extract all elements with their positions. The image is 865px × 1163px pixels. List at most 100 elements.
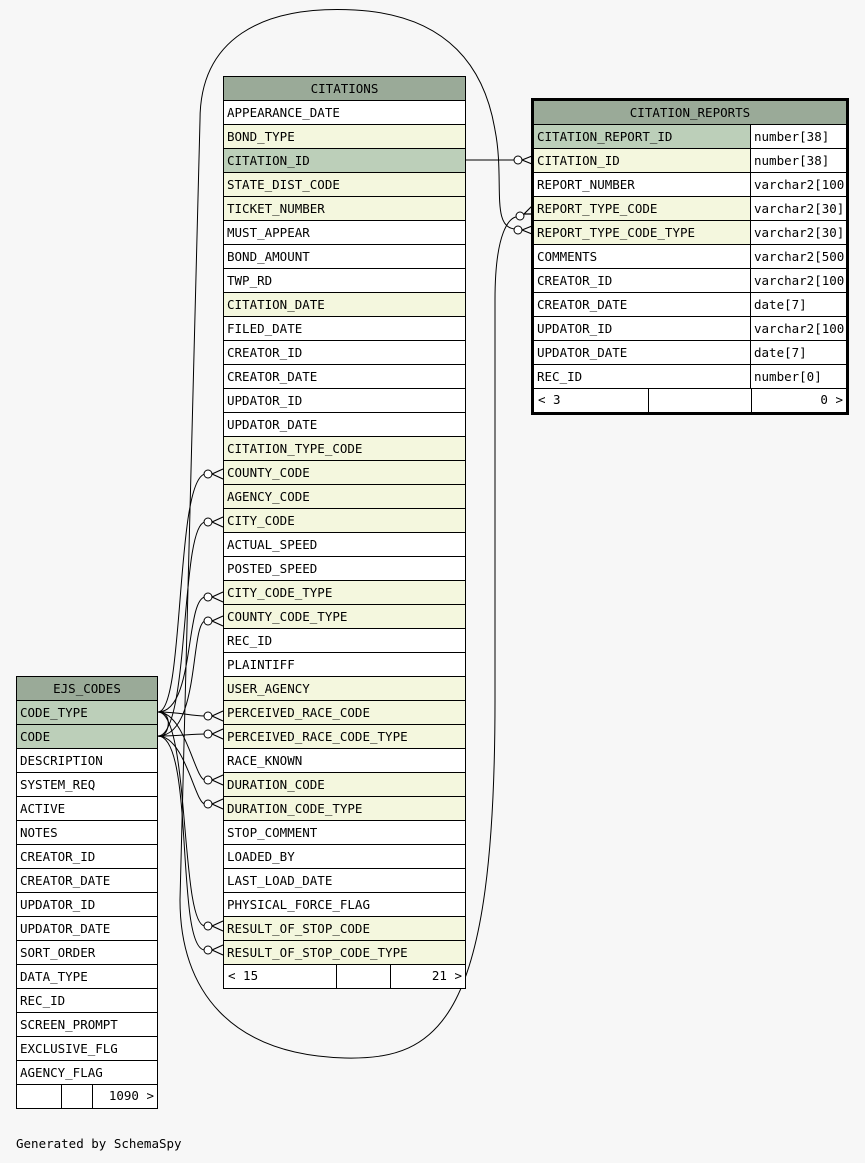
column-type: varchar2[30] — [750, 221, 846, 244]
column-row[interactable]: SCREEN_PROMPT — [17, 1013, 157, 1037]
column-row[interactable]: ACTIVE — [17, 797, 157, 821]
column-type: varchar2[30] — [750, 197, 846, 220]
column-row[interactable]: COUNTY_CODE_TYPE — [224, 605, 465, 629]
column-name: BOND_TYPE — [227, 129, 295, 144]
column-name: STATE_DIST_CODE — [227, 177, 340, 192]
column-type: number[38] — [750, 125, 846, 148]
column-row[interactable]: UPDATOR_DATE — [224, 413, 465, 437]
column-row[interactable]: EXCLUSIVE_FLG — [17, 1037, 157, 1061]
column-type: varchar2[100] — [750, 173, 846, 196]
column-row[interactable]: PERCEIVED_RACE_CODE_TYPE — [224, 725, 465, 749]
column-row[interactable]: POSTED_SPEED — [224, 557, 465, 581]
column-row[interactable]: SORT_ORDER — [17, 941, 157, 965]
column-row[interactable]: UPDATOR_ID — [224, 389, 465, 413]
column-row[interactable]: PLAINTIFF — [224, 653, 465, 677]
column-name: CITATION_TYPE_CODE — [227, 441, 363, 456]
column-row[interactable]: AGENCY_FLAG — [17, 1061, 157, 1085]
edge-city-code-type — [157, 596, 206, 713]
column-name: SYSTEM_REQ — [20, 777, 96, 792]
column-row[interactable]: ACTUAL_SPEED — [224, 533, 465, 557]
column-name: APPEARANCE_DATE — [227, 105, 340, 120]
column-row[interactable]: DATA_TYPE — [17, 965, 157, 989]
column-row[interactable]: CREATOR_DATE — [17, 869, 157, 893]
column-row[interactable]: NOTES — [17, 821, 157, 845]
column-row[interactable]: COUNTY_CODE — [224, 461, 465, 485]
column-row[interactable]: RESULT_OF_STOP_CODE_TYPE — [224, 941, 465, 965]
column-row[interactable]: USER_AGENCY — [224, 677, 465, 701]
column-row[interactable]: DURATION_CODE_TYPE — [224, 797, 465, 821]
column-row[interactable]: FILED_DATE — [224, 317, 465, 341]
column-name: CREATOR_ID — [20, 849, 96, 864]
column-row[interactable]: LOADED_BY — [224, 845, 465, 869]
column-name: CITATION_REPORT_ID — [537, 129, 673, 144]
column-type: varchar2[500] — [750, 245, 846, 268]
column-name: CODE_TYPE — [20, 705, 88, 720]
column-name: EXCLUSIVE_FLG — [20, 1041, 118, 1056]
column-row[interactable]: STATE_DIST_CODE — [224, 173, 465, 197]
table-citations-title[interactable]: CITATIONS — [224, 77, 465, 101]
column-name: CITATION_ID — [227, 153, 310, 168]
column-row[interactable]: CITY_CODE — [224, 509, 465, 533]
table-citations[interactable]: CITATIONS APPEARANCE_DATE BOND_TYPE CITATI… — [223, 76, 466, 989]
column-row[interactable]: CITY_CODE_TYPE — [224, 581, 465, 605]
column-row[interactable]: REC_ID — [224, 629, 465, 653]
column-row[interactable]: APPEARANCE_DATE — [224, 101, 465, 125]
parents-count: < 3 — [538, 392, 561, 407]
column-row[interactable]: TWP_RD — [224, 269, 465, 293]
column-row[interactable]: CODE — [17, 725, 157, 749]
column-row[interactable]: UPDATOR_DATE — [17, 917, 157, 941]
column-row[interactable]: PERCEIVED_RACE_CODE — [224, 701, 465, 725]
column-row[interactable]: CITATION_TYPE_CODE — [224, 437, 465, 461]
table-citation-reports-title[interactable]: CITATION_REPORTS — [534, 101, 846, 125]
column-name: LAST_LOAD_DATE — [227, 873, 333, 888]
column-row[interactable]: CITATION_REPORT_ID number[38] — [534, 125, 846, 149]
column-row[interactable]: RACE_KNOWN — [224, 749, 465, 773]
table-ejs-codes-title[interactable]: EJS_CODES — [17, 677, 157, 701]
edge-perceived-race-type — [157, 733, 206, 737]
column-name: DURATION_CODE_TYPE — [227, 801, 363, 816]
column-name: COMMENTS — [537, 249, 598, 264]
column-row[interactable]: BOND_TYPE — [224, 125, 465, 149]
column-row[interactable]: SYSTEM_REQ — [17, 773, 157, 797]
column-row[interactable]: PHYSICAL_FORCE_FLAG — [224, 893, 465, 917]
column-row[interactable]: CREATOR_DATE — [224, 365, 465, 389]
column-name: CITATION_DATE — [227, 297, 325, 312]
table-title: EJS_CODES — [53, 681, 121, 696]
column-row[interactable]: CITATION_DATE — [224, 293, 465, 317]
column-name: ACTIVE — [20, 801, 66, 816]
column-row[interactable]: AGENCY_CODE — [224, 485, 465, 509]
column-row[interactable]: CREATOR_ID — [17, 845, 157, 869]
column-row[interactable]: STOP_COMMENT — [224, 821, 465, 845]
column-row[interactable]: LAST_LOAD_DATE — [224, 869, 465, 893]
column-row[interactable]: COMMENTS varchar2[500] — [534, 245, 846, 269]
column-name: UPDATOR_DATE — [537, 345, 628, 360]
column-row[interactable]: BOND_AMOUNT — [224, 245, 465, 269]
column-name: FILED_DATE — [227, 321, 303, 336]
column-type: number[38] — [750, 149, 846, 172]
column-row[interactable]: MUST_APPEAR — [224, 221, 465, 245]
column-row[interactable]: DESCRIPTION — [17, 749, 157, 773]
table-ejs-codes[interactable]: EJS_CODES CODE_TYPE CODE DESCRIPTION SYSTEM… — [16, 676, 158, 1109]
column-type: number[0] — [750, 365, 846, 388]
column-row[interactable]: CITATION_ID — [224, 149, 465, 173]
column-row[interactable]: TICKET_NUMBER — [224, 197, 465, 221]
column-row[interactable]: CODE_TYPE — [17, 701, 157, 725]
column-row[interactable]: DURATION_CODE — [224, 773, 465, 797]
column-row[interactable]: CREATOR_ID — [224, 341, 465, 365]
column-name: RACE_KNOWN — [227, 753, 303, 768]
column-name: CODE — [20, 729, 51, 744]
column-row[interactable]: UPDATOR_ID — [17, 893, 157, 917]
column-row[interactable]: RESULT_OF_STOP_CODE — [224, 917, 465, 941]
children-count: 21 > — [390, 965, 465, 988]
column-row[interactable]: REC_ID — [17, 989, 157, 1013]
